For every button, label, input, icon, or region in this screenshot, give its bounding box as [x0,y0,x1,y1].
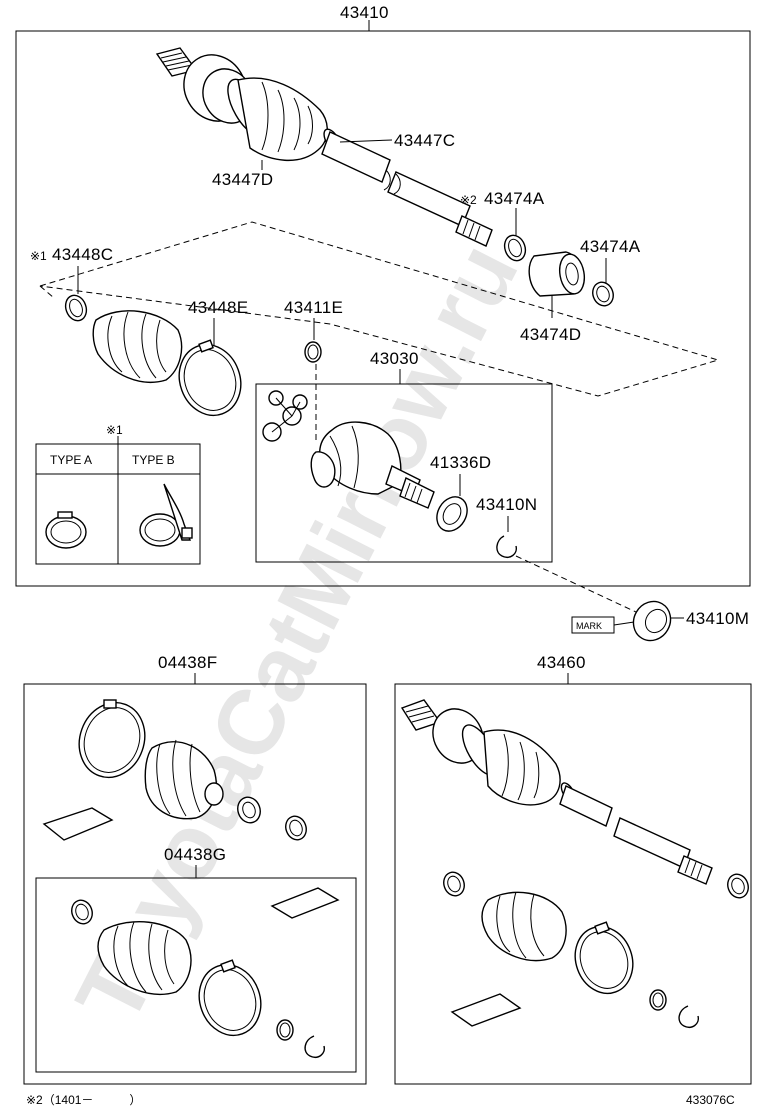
type-a-clamp-illustration [45,511,87,549]
kit-43460-frame [394,683,752,1085]
footnote: ※2（1401－ ） [26,1093,141,1107]
label-43448E[interactable]: 43448E [188,298,248,317]
inboard-subassembly-outline [39,221,720,397]
kit-04438G-frame [35,877,357,1073]
outside-part-43410M: MARK 43410M [571,600,749,642]
type-b-label: TYPE B [132,453,175,467]
bearing-43410M-illustration [632,600,672,642]
kit-04438G-parts-illustration [71,887,340,1058]
outer-cv-joint-shaft-illustration [155,47,493,247]
label-43474A-second[interactable]: 43474A [580,237,641,256]
type-b-clamp-illustration [139,483,193,547]
label-43448C[interactable]: 43448C [52,245,113,264]
label-43030[interactable]: 43030 [370,349,419,368]
main-assembly-frame [15,30,751,587]
kit-04438F-parts-illustration [42,699,307,841]
note-mark-2: ※2 [460,193,477,207]
main-assembly-group: 43410 [15,3,751,587]
note-mark-1: ※1 [30,249,47,263]
deflector-41336D-illustration [436,496,468,532]
label-43447D[interactable]: 43447D [212,170,273,189]
label-43474A-first[interactable]: 43474A [484,189,545,208]
type-box-note: ※1 [106,423,123,437]
kit-04438F-frame [23,683,367,1085]
type-a-label: TYPE A [50,453,92,467]
label-43447C[interactable]: 43447C [394,131,455,150]
label-41336D[interactable]: 41336D [430,453,491,472]
label-43460[interactable]: 43460 [537,653,586,672]
kit-04438F-group: 04438F 04438G [23,653,367,1085]
label-43410M[interactable]: 43410M [686,609,749,628]
label-43410[interactable]: 43410 [340,3,389,22]
label-04438G[interactable]: 04438G [164,845,226,864]
label-04438F[interactable]: 04438F [158,653,217,672]
bearing-rings-dust-cover-illustration [503,234,614,307]
kit-43460-parts-illustration [400,699,749,1028]
clamp-43448E-illustration [178,343,242,417]
label-43474D[interactable]: 43474D [520,325,581,344]
label-43411E[interactable]: 43411E [284,298,343,317]
inboard-joint-box [255,383,553,563]
label-43410N[interactable]: 43410N [476,495,537,514]
inboard-joint-illustration [262,390,435,509]
inner-boot-illustration [92,310,183,383]
kit-43460-group: 43460 [394,653,752,1085]
clamp-43448C-illustration [64,294,88,322]
mark-label: MARK [576,621,602,631]
snap-ring-43410N-illustration [496,535,517,558]
figure-code: 433076C [686,1093,735,1107]
